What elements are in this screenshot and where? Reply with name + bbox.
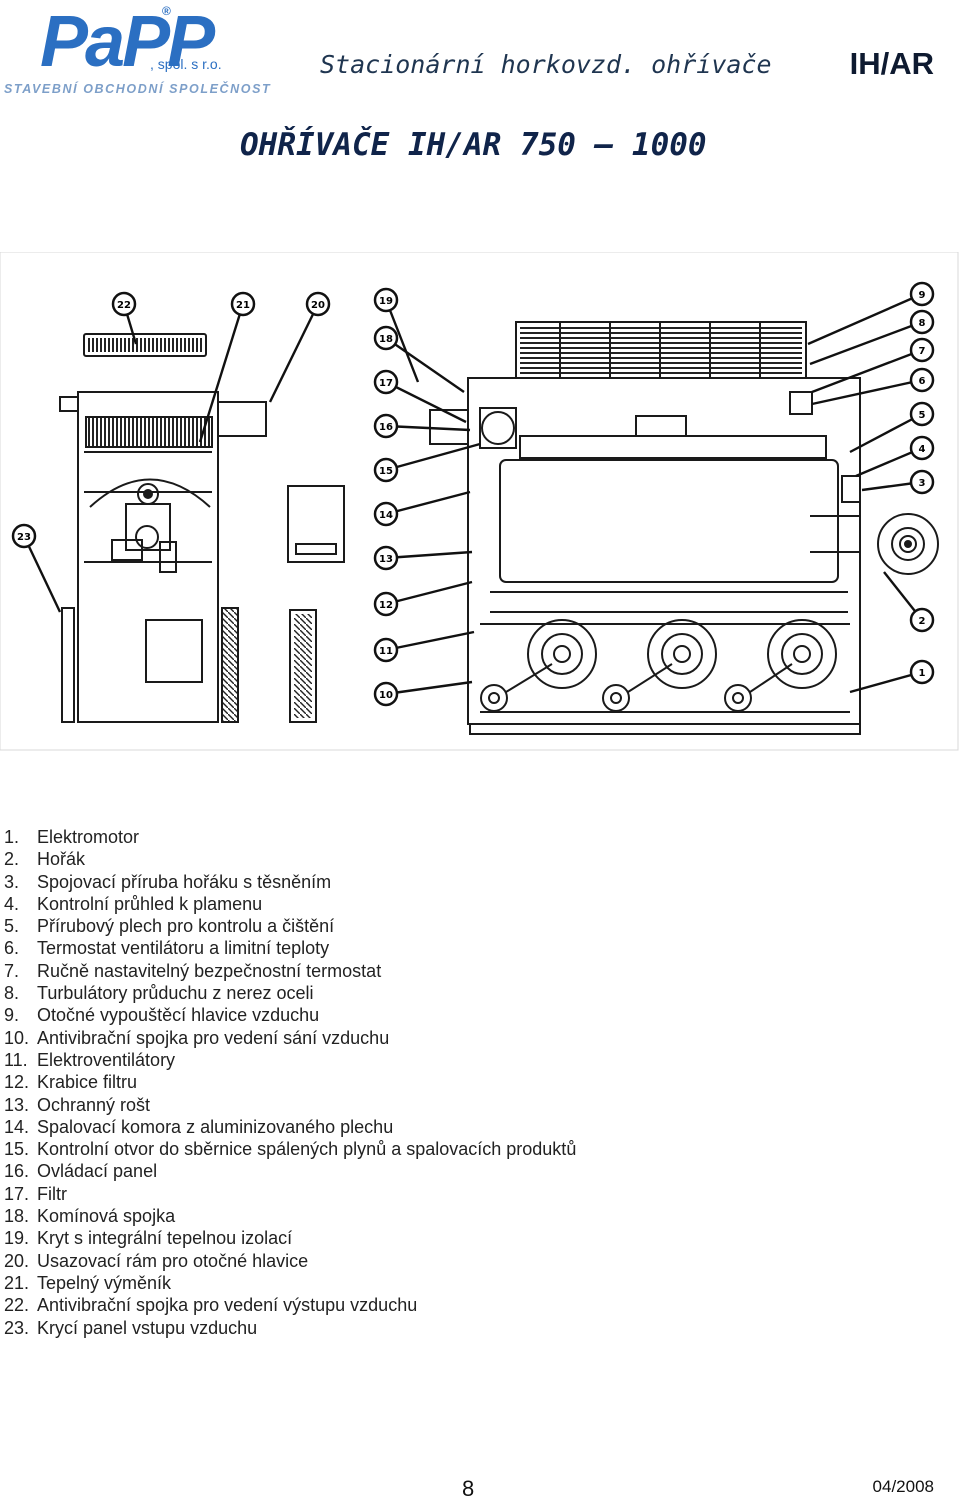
callout-3: [909, 469, 935, 495]
callout-label-2: 2: [919, 616, 926, 627]
callout-label-11: 11: [379, 646, 393, 657]
page-date: 04/2008: [872, 1477, 934, 1496]
callout-label-7: 7: [919, 346, 926, 357]
callout-8: [909, 309, 935, 335]
callout-label-14: 14: [379, 510, 393, 521]
legend-item-16: 16.Ovládací panel: [4, 1161, 158, 1182]
callout-5: [909, 401, 935, 427]
callout-label-6: 6: [919, 376, 926, 387]
legend-item-11: 11.Elektroventilátory: [4, 1049, 176, 1070]
callout-label-21: 21: [236, 300, 250, 311]
callout-label-16: 16: [379, 422, 393, 433]
parts-legend: 1.Elektromotor 2.Hořák 3.Spojovací příru…: [4, 826, 576, 1339]
callout-label-5: 5: [919, 410, 926, 421]
callout-12: [373, 591, 399, 617]
callout-label-22: 22: [117, 300, 131, 311]
callout-label-23: 23: [17, 532, 31, 543]
callout-13: [373, 545, 399, 571]
callout-17: [373, 369, 399, 395]
legend-item-19: 19.Kryt s integrální tepelnou izolací: [4, 1228, 293, 1249]
page-number: 8: [462, 1476, 475, 1501]
legend-item-17: 17.Filtr: [4, 1183, 67, 1204]
callout-21: [230, 291, 256, 317]
logo-company-suffix: , spol. s r.o.: [150, 56, 222, 72]
legend-item-4: 4.Kontrolní průhled k plamenu: [4, 893, 263, 914]
callout-4: [909, 435, 935, 461]
callout-label-20: 20: [311, 300, 325, 311]
legend-item-6: 6.Termostat ventilátoru a limitní teplot…: [4, 938, 330, 959]
legend-item-14: 14.Spalovací komora z aluminizovaného pl…: [4, 1116, 394, 1137]
callout-15: [373, 457, 399, 483]
logo-registered-mark: ®: [162, 4, 171, 18]
legend-item-3: 3.Spojovací příruba hořáku s těsněním: [4, 871, 332, 892]
callout-6: [909, 367, 935, 393]
callout-label-13: 13: [379, 554, 393, 565]
legend-item-5: 5.Přírubový plech pro kontrolu a čištění: [4, 916, 335, 937]
legend-item-12: 12.Krabice filtru: [4, 1072, 138, 1093]
page-title: OHŘÍVAČE IH/AR 750 – 1000: [240, 127, 707, 163]
callout-18: [373, 325, 399, 351]
logo-tagline: STAVEBNÍ OBCHODNÍ SPOLEČNOST: [4, 82, 272, 96]
callout-label-9: 9: [919, 290, 926, 301]
header-subtitle: Stacionární horkovzd. ohřívače: [320, 50, 772, 79]
legend-item-15: 15.Kontrolní otvor do sběrnice spálených…: [4, 1139, 577, 1160]
callout-label-17: 17: [379, 378, 393, 389]
callout-label-4: 4: [919, 444, 926, 455]
legend-item-7: 7.Ručně nastavitelný bezpečnostní termos…: [4, 960, 382, 981]
legend-item-18: 18.Komínová spojka: [4, 1206, 176, 1227]
callout-9: [909, 281, 935, 307]
callout-19: [373, 287, 399, 313]
legend-item-22: 22.Antivibrační spojka pro vedení výstup…: [4, 1295, 418, 1316]
legend-item-2: 2.Hořák: [4, 849, 86, 870]
legend-item-13: 13.Ochranný rošt: [4, 1094, 151, 1115]
callout-label-10: 10: [379, 690, 393, 701]
legend-item-1: 1.Elektromotor: [4, 827, 140, 847]
callout-label-3: 3: [919, 478, 926, 489]
callout-23: [11, 523, 37, 549]
callout-22: [111, 291, 137, 317]
company-logo: PaPP ® , spol. s r.o. STAVEBNÍ OBCHODNÍ …: [0, 0, 270, 118]
callout-label-18: 18: [379, 334, 393, 345]
callout-label-1: 1: [919, 668, 926, 679]
logo-wordmark: PaPP: [40, 2, 215, 82]
legend-item-23: 23.Krycí panel vstupu vzduchu: [4, 1317, 258, 1338]
callout-14: [373, 501, 399, 527]
callout-label-19: 19: [379, 296, 393, 307]
legend-item-21: 21.Tepelný výměník: [4, 1272, 172, 1293]
legend-item-10: 10.Antivibrační spojka pro vedení sání v…: [4, 1027, 390, 1048]
callout-label-8: 8: [919, 318, 926, 329]
header-product-code: IH/AR: [849, 46, 934, 81]
callout-7: [909, 337, 935, 363]
callout-20: [305, 291, 331, 317]
legend-item-20: 20.Usazovací rám pro otočné hlavice: [4, 1250, 309, 1271]
callout-2: [909, 607, 935, 633]
callout-10: [373, 681, 399, 707]
legend-item-8: 8.Turbulátory průduchu z nerez oceli: [4, 983, 314, 1004]
callout-16: [373, 413, 399, 439]
callout-1: [909, 659, 935, 685]
callout-label-12: 12: [379, 600, 393, 611]
legend-item-9: 9.Otočné vypouštěcí hlavice vzduchu: [4, 1005, 320, 1026]
callout-label-15: 15: [379, 466, 393, 477]
callout-markers: 1 2 3 4 5 6 7 8 9 10 11 12 13 14 15 16 1…: [11, 281, 935, 707]
callout-11: [373, 637, 399, 663]
technical-drawing: 1 2 3 4 5 6 7 8 9 10 11 12 13 14 15 16 1…: [0, 252, 959, 751]
